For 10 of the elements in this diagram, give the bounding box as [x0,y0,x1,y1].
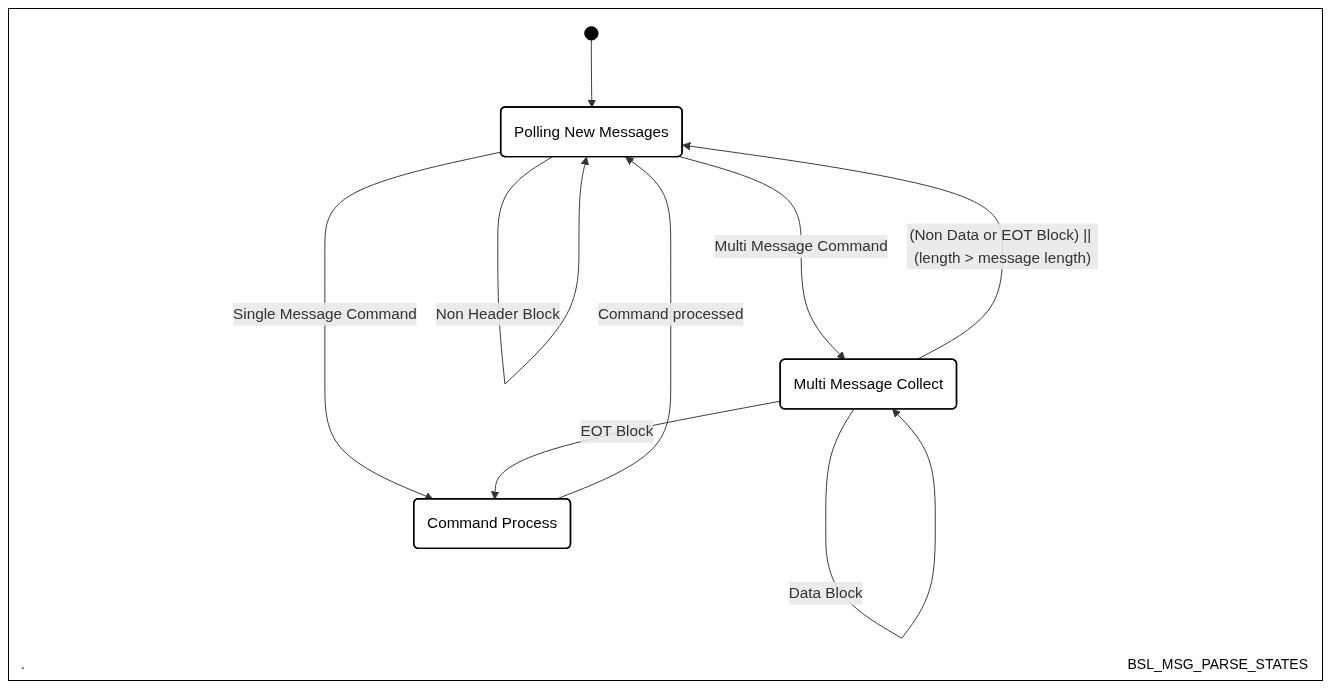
edge-label: Non Header Block [435,305,560,322]
edge-label: EOT Block [580,423,654,440]
edge-label: Data Block [788,584,863,601]
edge-label: Command processed [598,305,744,322]
diagram-id-text: BSL_MSG_PARSE_STATES [1127,656,1308,672]
edge-label: Single Message Command [233,305,417,322]
node-circle [584,26,599,41]
edge-label: Multi Message Command [714,237,888,255]
edge-label: (Non Data or EOT Block) || (length > message length) [909,226,1092,266]
note-text: . [21,656,25,672]
